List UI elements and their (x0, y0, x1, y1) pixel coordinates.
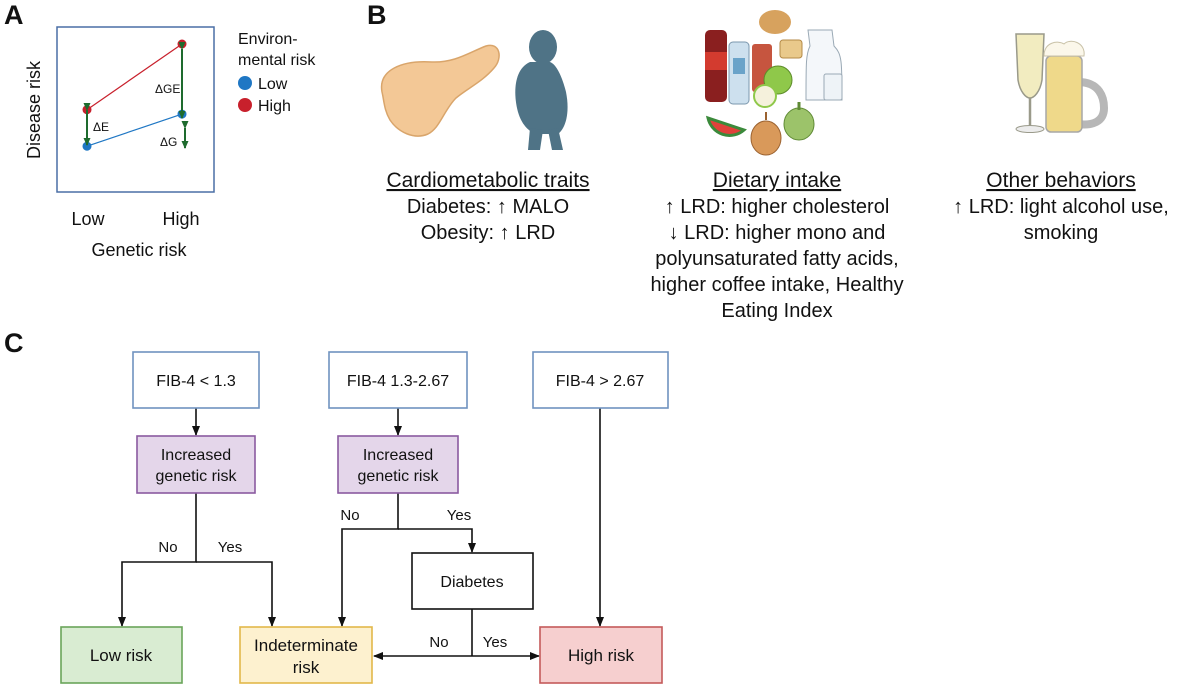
dietary-line-1: ↑ LRD: higher cholesterol (665, 196, 890, 218)
cardiometabolic-line-2: Obesity: ↑ LRD (421, 222, 555, 244)
low-risk-label: Low risk (90, 646, 153, 665)
champagne-glass-icon (1015, 33, 1045, 133)
legend-title-line2: mental risk (238, 52, 316, 69)
other-behaviors-header: Other behaviors (986, 169, 1135, 192)
panel-c: C FIB-4 < 1.3 FIB-4 1.3-2.67 FIB-4 > 2.6… (4, 328, 669, 684)
cardiometabolic-line-1: Diabetes: ↑ MALO (407, 196, 569, 218)
legend-low-swatch (238, 76, 252, 90)
edge-no-3: No (429, 634, 448, 651)
diabetes-box (411, 552, 534, 610)
legend-high-label: High (258, 98, 291, 115)
edge-yes-1: Yes (218, 539, 242, 556)
other-behaviors-line-2: smoking (1024, 222, 1098, 244)
fib4-low-box (132, 351, 260, 409)
x-axis-label: Genetic risk (91, 240, 187, 260)
genetic-risk-box-2 (337, 435, 459, 494)
panel-c-letter: C (4, 328, 24, 358)
edge-no-2: No (340, 507, 359, 524)
other-behaviors-column: Other behaviors ↑ LRD: light alcohol use… (953, 169, 1169, 244)
genetic-risk-1-line2: genetic risk (156, 468, 238, 485)
genetic-risk-2-line2: genetic risk (358, 468, 440, 485)
fib4-mid-label: FIB-4 1.3-2.67 (347, 373, 449, 390)
panel-a: A Disease risk Low High Genetic risk ΔE … (4, 0, 316, 260)
plot-frame (56, 26, 215, 193)
dietary-line-5: Eating Index (721, 300, 832, 322)
fib4-high-box (532, 351, 669, 409)
edge-no-1: No (158, 539, 177, 556)
dietary-line-3: polyunsaturated fatty acids, (655, 248, 898, 270)
fib4-mid-box (328, 351, 468, 409)
dietary-line-4: higher coffee intake, Healthy (650, 274, 903, 296)
panel-a-letter: A (4, 0, 24, 30)
indeterminate-label-line2: risk (293, 658, 320, 677)
food-collage-icon (705, 10, 843, 156)
panel-b-letter: B (367, 0, 387, 30)
indeterminate-risk-box (239, 626, 373, 684)
x-tick-high: High (162, 209, 199, 229)
high-risk-label: High risk (568, 646, 635, 665)
data-point-high-high (177, 39, 187, 49)
fib4-low-label: FIB-4 < 1.3 (156, 373, 236, 390)
indeterminate-label-line1: Indeterminate (254, 636, 358, 655)
edge-yes-2: Yes (447, 507, 471, 524)
delta-g-label: ΔG (160, 135, 177, 149)
genetic-risk-2-line1: Increased (363, 447, 433, 464)
genetic-risk-box-1 (136, 435, 256, 494)
edge-yes-3: Yes (483, 634, 507, 651)
panel-b: B (367, 0, 1169, 322)
legend: Environ- mental risk Low High (238, 31, 316, 115)
beer-mug-icon (1043, 40, 1109, 133)
legend-high-swatch (238, 98, 252, 112)
genetic-risk-1-line1: Increased (161, 447, 231, 464)
low-risk-box (60, 626, 183, 684)
legend-low-label: Low (258, 76, 288, 93)
dietary-header: Dietary intake (713, 169, 841, 192)
cardiometabolic-column: Cardiometabolic traits Diabetes: ↑ MALO … (386, 169, 589, 244)
delta-e-label: ΔE (93, 120, 109, 134)
diabetes-label: Diabetes (440, 574, 503, 591)
legend-title-line1: Environ- (238, 31, 298, 48)
pancreas-icon (380, 44, 500, 137)
y-axis-label: Disease risk (24, 60, 44, 159)
x-tick-low: Low (71, 209, 105, 229)
series-line-high (86, 43, 183, 111)
high-risk-box (539, 626, 663, 684)
dietary-line-2: ↓ LRD: higher mono and (669, 222, 886, 244)
fib4-high-label: FIB-4 > 2.67 (556, 373, 645, 390)
obese-person-icon (515, 30, 568, 150)
series-line-low (86, 113, 183, 147)
dietary-column: Dietary intake ↑ LRD: higher cholesterol… (650, 169, 903, 322)
flowchart-connectors (118, 408, 604, 660)
delta-ge-label: ΔGE (155, 82, 180, 96)
other-behaviors-line-1: ↑ LRD: light alcohol use, (953, 196, 1169, 218)
cardiometabolic-header: Cardiometabolic traits (386, 169, 589, 192)
